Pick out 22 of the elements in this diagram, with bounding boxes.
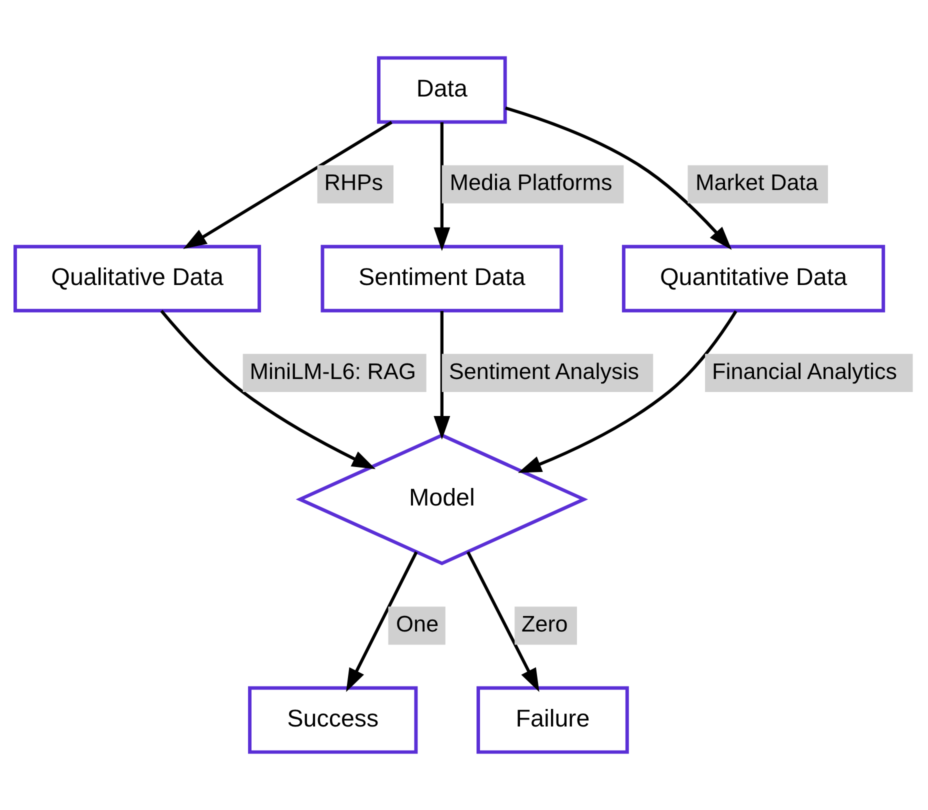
edge-label: Media Platforms <box>450 170 612 196</box>
arrow <box>434 311 450 440</box>
arrow <box>518 310 738 473</box>
arrow <box>434 122 450 251</box>
node-box: Qualitative Data <box>14 244 262 312</box>
node-diamond: Model <box>296 433 588 566</box>
node-box: Quantitative Data <box>622 244 886 312</box>
arrow <box>466 551 540 692</box>
edge-label: RHPs <box>324 170 383 196</box>
edge-label: One <box>396 612 439 637</box>
edge-label: MiniLM-L6: RAG <box>250 358 416 384</box>
arrow <box>160 310 376 470</box>
edge-label: Sentiment Analysis <box>448 358 639 384</box>
arrow <box>346 551 418 692</box>
edge-label: Zero <box>522 612 568 637</box>
node-box: Data <box>377 56 507 124</box>
node-box: Failure <box>476 686 629 754</box>
edge-label: Market Data <box>696 170 818 196</box>
node-box: Sentiment Data <box>320 244 564 312</box>
arrow <box>505 106 732 250</box>
node-box: Success <box>248 686 418 754</box>
edge-label: Financial Analytics <box>712 358 898 384</box>
